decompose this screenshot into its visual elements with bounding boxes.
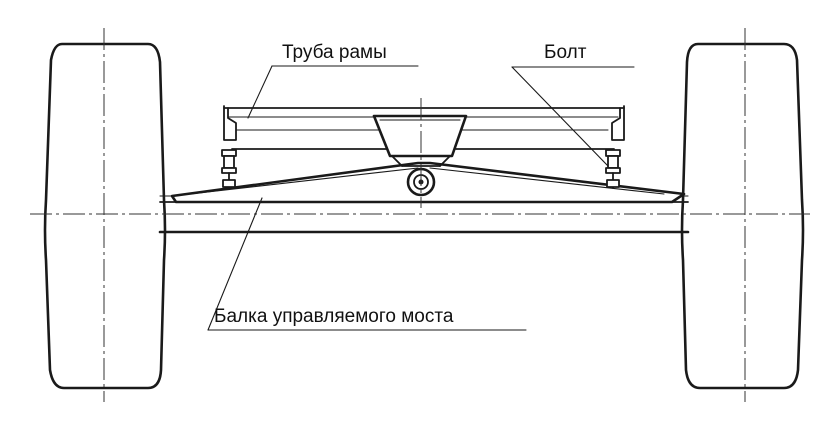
bolt-label: Болт [544,42,587,63]
bolt-leader [511,66,635,167]
axle-beam-label: Балка управляемого моста [214,306,454,327]
right-bolt [605,149,621,189]
left-wheel [43,28,167,402]
right-wheel [680,28,805,402]
frame-tube-leader [247,65,419,119]
frame-tube [223,105,625,150]
axle-beam-leader [207,197,527,331]
left-bolt [221,149,237,189]
frame-tube-label: Труба рамы [282,42,387,63]
center-bracket [372,114,468,167]
pivot-pin [406,98,436,208]
